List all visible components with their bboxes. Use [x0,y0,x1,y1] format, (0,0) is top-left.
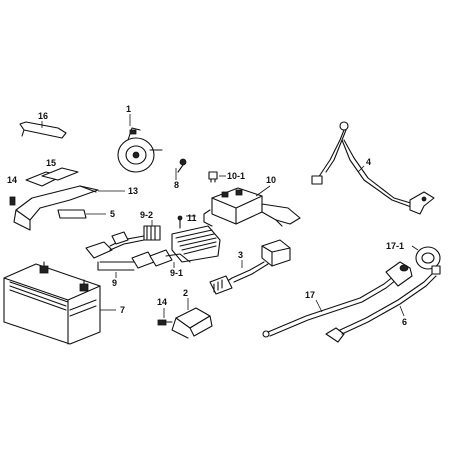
label-part-5: 5 [110,209,115,219]
label-part-17: 17 [305,290,315,300]
label-part-16: 16 [38,111,48,121]
part-5-pad [57,209,87,219]
label-part-10: 10 [266,175,276,185]
part-9-2-connector [143,225,161,241]
label-part-10-1: 10-1 [227,171,245,181]
part-17-1-cap [415,246,441,270]
label-part-15: 15 [46,158,56,168]
leader-10 [255,185,271,197]
label-part-13: 13 [128,186,138,196]
label-part-14-a: 14 [7,175,17,185]
part-10-1-fuse [208,171,218,183]
part-3-subharness [209,239,291,295]
part-14-bolt-b [157,319,173,326]
leader-6 [399,305,405,317]
part-8-screw [177,158,187,173]
label-part-9-1: 9-1 [170,268,183,278]
part-11-regulator [171,215,221,263]
label-part-7: 7 [120,305,125,315]
part-6-ground-cable [325,265,441,343]
part-15-pads [25,167,79,187]
leader-17-1 [411,245,419,251]
part-17-cable [262,261,413,338]
label-part-9-2: 9-2 [140,210,153,220]
part-7-battery [3,261,101,345]
label-part-2: 2 [183,288,188,298]
part-9-harness [85,231,191,271]
label-part-4: 4 [366,157,371,167]
part-16-bracket [19,121,67,139]
part-2-bracket [171,307,213,339]
part-13-bracket [13,185,99,231]
label-part-1: 1 [126,104,131,114]
leader-17 [315,299,323,313]
label-part-6: 6 [402,317,407,327]
part-4-battery-cable [311,121,435,215]
leader-4 [357,165,365,173]
part-14-bolt-a [9,196,16,206]
part-1-horn [117,127,163,173]
label-part-3: 3 [238,250,243,260]
label-part-11: 11 [187,213,197,223]
label-part-17-1: 17-1 [386,241,404,251]
label-part-8: 8 [174,180,179,190]
label-part-9: 9 [112,278,117,288]
part-10-relay [203,187,301,227]
label-part-14-b: 14 [157,297,167,307]
